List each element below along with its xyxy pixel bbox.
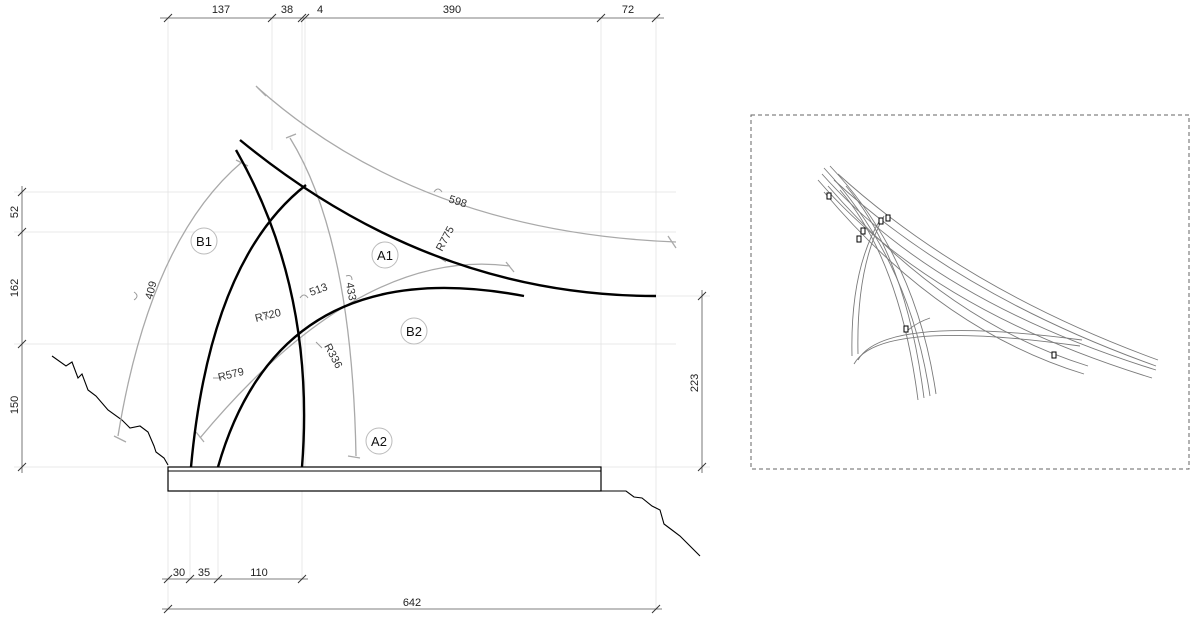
dim-top-2: 38 (281, 4, 293, 16)
radius-r775: R775 (434, 225, 457, 254)
dim-top-4: 390 (443, 4, 461, 16)
arc-598 (257, 87, 677, 243)
main-arches (189, 139, 657, 468)
arc-433 (289, 137, 357, 457)
radius-r336: R336 (321, 342, 344, 371)
arc-length-409: 409 (143, 280, 159, 301)
arch-a1 (239, 139, 657, 298)
radius-r579: R579 (217, 366, 245, 384)
arch-b1 (189, 184, 307, 468)
label-b1: B1 (196, 234, 212, 249)
dim-bottom-2: 35 (198, 567, 210, 579)
dim-right: 223 (689, 374, 701, 392)
dim-top-3: 4 (317, 4, 323, 16)
dim-top-1: 137 (212, 4, 230, 16)
arc-513 (199, 263, 511, 439)
top-dimension-chain: 137 38 4 390 72 (160, 4, 664, 23)
dim-total: 642 (403, 597, 421, 609)
terrain-profile (51, 355, 701, 557)
arch-a2 (234, 149, 306, 468)
construction-arcs (113, 85, 677, 459)
dim-left-2: 162 (9, 279, 21, 297)
label-a1: A1 (377, 248, 393, 263)
radius-labels: R775 R720 R579 R336 (217, 225, 457, 384)
dim-bottom-3: 110 (250, 567, 268, 579)
bottom-dimension-chain: 30 35 110 642 (162, 567, 662, 614)
dim-left-3: 150 (9, 396, 21, 414)
label-b2: B2 (406, 324, 422, 339)
perspective-view (750, 114, 1190, 470)
arc-length-labels: 598 409 513 433 (133, 188, 468, 302)
extension-lines (14, 18, 710, 610)
left-dimension-chain: 52 162 150 (9, 186, 27, 473)
dim-top-5: 72 (622, 4, 634, 16)
arch-b2 (216, 286, 525, 468)
arc-length-598: 598 (447, 193, 468, 210)
perspective-frame (750, 114, 1190, 470)
radius-r720: R720 (254, 307, 282, 325)
element-labels: B1 A1 B2 A2 (190, 227, 428, 455)
arc-length-433: 433 (343, 281, 358, 301)
base-plate (167, 466, 602, 492)
dim-bottom-1: 30 (173, 567, 185, 579)
label-a2: A2 (371, 434, 387, 449)
right-dimension: 223 (689, 290, 707, 473)
arc-length-513: 513 (308, 281, 329, 299)
arc-409 (117, 161, 243, 437)
dim-left-1: 52 (9, 206, 21, 218)
